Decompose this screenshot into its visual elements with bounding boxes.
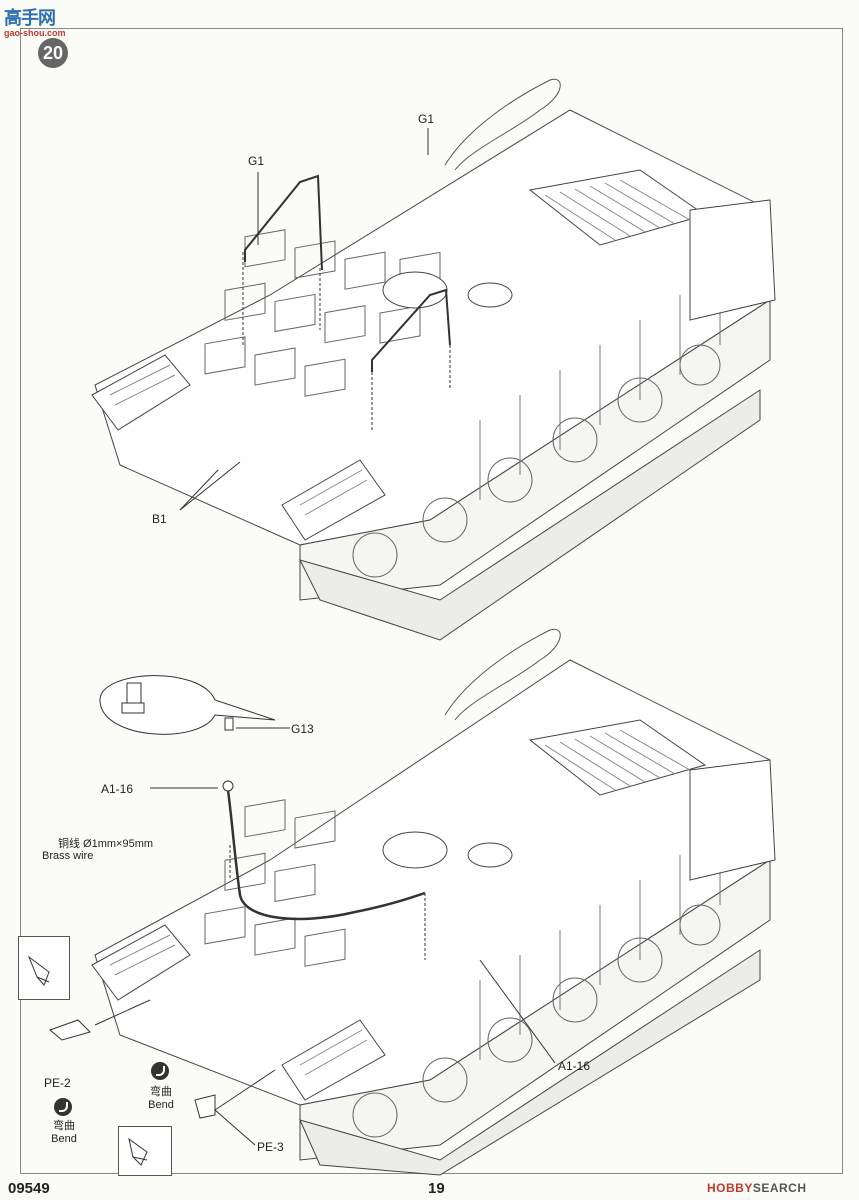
top-vehicle-drawing — [91, 78, 776, 641]
watermark-url: gao-shou.com — [4, 28, 66, 38]
bend-icon — [151, 1062, 169, 1080]
callout-brass-wire-en: Brass wire — [42, 850, 94, 862]
watermark-cn: 高手网 — [4, 8, 56, 29]
callout-pe3: PE-3 — [257, 1140, 284, 1154]
callout-a1-16-antenna: A1-16 — [101, 782, 134, 796]
bent-part-illustration — [128, 1137, 148, 1166]
bend-label-left: 弯曲 Bend — [46, 1120, 82, 1146]
source-logo-prefix: HOBBY — [707, 1181, 753, 1195]
callout-g1-rear: G1 — [418, 112, 435, 126]
callout-brass-wire-cn: 铜线 Ø1mm×95mm — [58, 838, 154, 850]
callout-g13: G13 — [291, 722, 314, 736]
source-logo: HOBBYSEARCH — [707, 1181, 807, 1195]
bend-label-cn: 弯曲 — [53, 1120, 75, 1132]
callout-g1-front: G1 — [248, 154, 265, 168]
source-logo-suffix: SEARCH — [752, 1181, 807, 1195]
kit-number: 09549 — [8, 1180, 50, 1197]
site-watermark: 高手网 gao-shou.com — [4, 4, 66, 38]
bend-label-cn: 弯曲 — [150, 1086, 172, 1098]
callout-a1-16-base: A1-16 — [558, 1059, 591, 1073]
bend-icon — [54, 1098, 72, 1116]
callout-pe2: PE-2 — [44, 1076, 71, 1090]
bend-label-right: 弯曲 Bend — [142, 1086, 180, 1112]
bent-part-illustration — [27, 955, 50, 986]
bend-detail-inset-left — [18, 936, 70, 1000]
callout-b1: B1 — [152, 512, 167, 526]
page-number: 19 — [428, 1180, 445, 1197]
bend-label-en: Bend — [148, 1099, 174, 1111]
bottom-vehicle-drawing — [49, 628, 776, 1176]
bend-label-en: Bend — [51, 1133, 77, 1145]
step-number-badge: 20 — [38, 38, 68, 68]
bend-detail-inset-right — [118, 1126, 172, 1176]
